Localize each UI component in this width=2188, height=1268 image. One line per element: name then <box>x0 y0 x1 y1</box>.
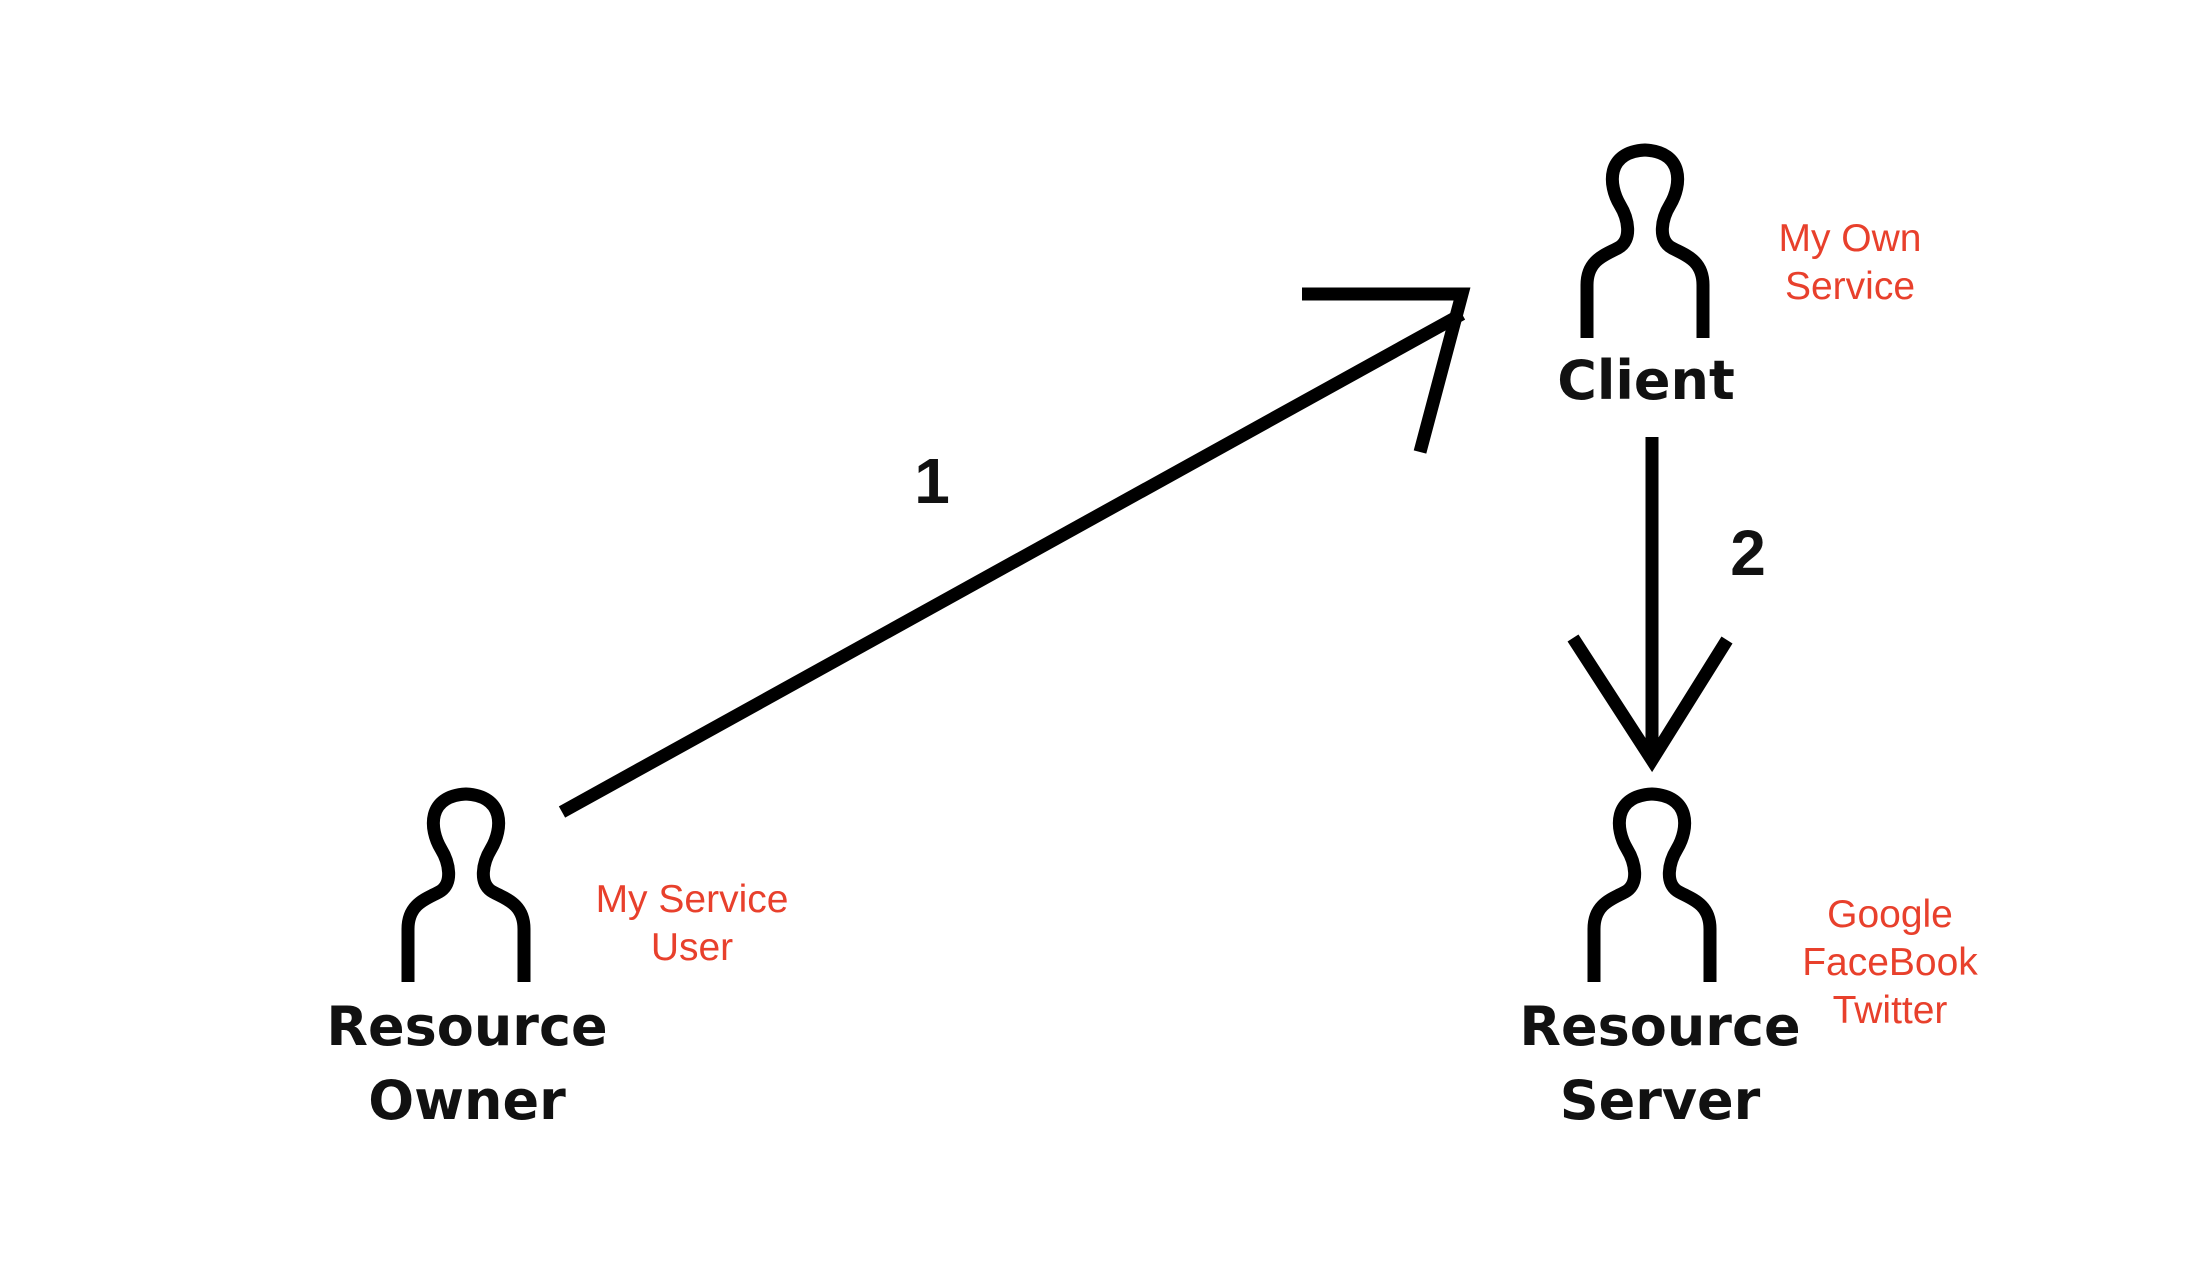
client-label: Client <box>1557 349 1735 412</box>
arrow-2 <box>1567 437 1733 773</box>
resource-owner-note: My Service User <box>572 876 812 972</box>
client-note-line: My Own <box>1778 217 1922 260</box>
arrow-1-head <box>1302 287 1471 454</box>
resource-server-label: Resource Server <box>1519 995 1801 1132</box>
resource-owner-note-line: My Service <box>595 878 789 921</box>
resource-server-person-icon <box>1587 787 1717 982</box>
client-note-line: Service <box>1784 265 1916 308</box>
arrow-1-label: 1 <box>914 445 950 517</box>
arrow-2-label: 2 <box>1730 517 1766 589</box>
arrow-1 <box>558 287 1471 818</box>
resource-owner-label: Resource Owner <box>326 995 608 1132</box>
resource-owner-note-line: User <box>650 926 734 969</box>
resource-owner-person-icon <box>401 787 531 982</box>
client-note: My Own Service <box>1740 215 1960 311</box>
resource-server-note-line: Google <box>1827 893 1953 936</box>
arrow-1-shaft <box>558 308 1466 818</box>
resource-server-note-line: Twitter <box>1832 989 1948 1032</box>
arrow-2-head <box>1567 634 1733 773</box>
resource-server-note: Google FaceBook Twitter <box>1770 891 2010 1035</box>
client-person-icon <box>1580 143 1710 338</box>
resource-server-note-line: FaceBook <box>1802 941 1978 984</box>
